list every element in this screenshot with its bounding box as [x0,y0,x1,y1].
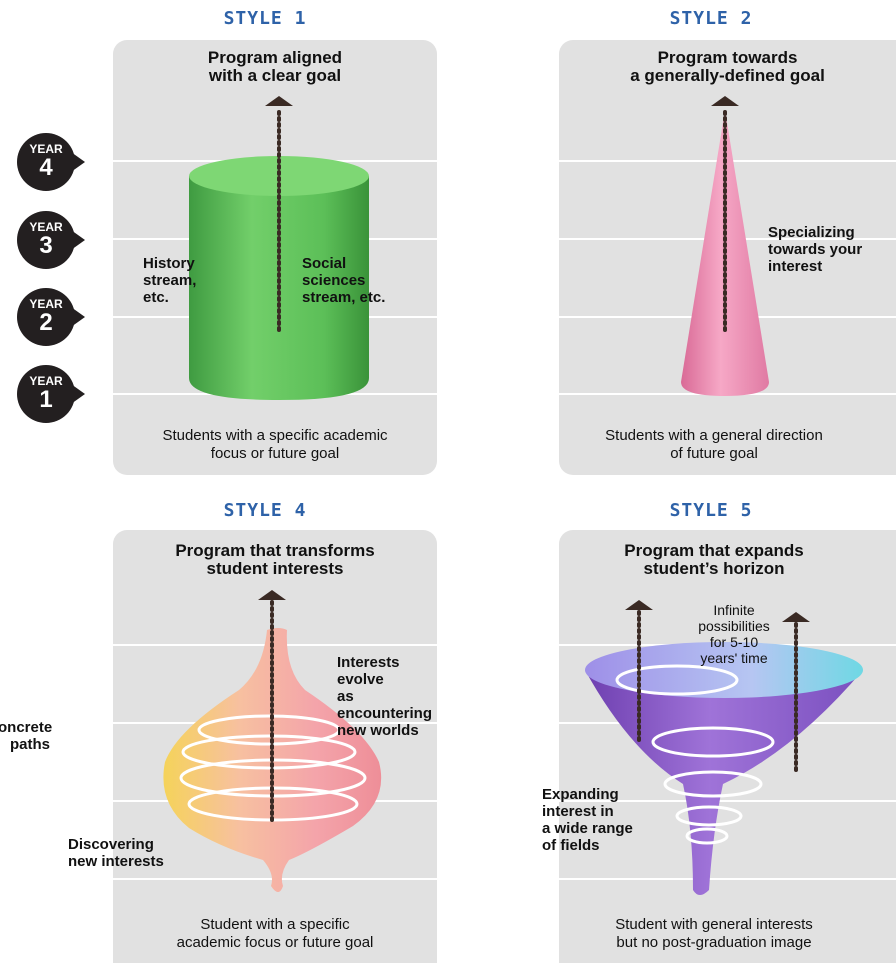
label-line: Discovering [68,836,154,853]
year-number: 3 [39,232,53,259]
label-line: a wide range [542,820,633,837]
style2-title: Program towards a generally-defined goal [559,49,896,85]
style2-footer: Students with a general direction of fut… [559,427,869,463]
label-line: years' time [700,650,768,666]
title-line: a generally-defined goal [630,66,825,85]
year-number: 1 [39,386,53,413]
year-pointer [71,230,85,250]
label-line: Social [302,255,347,272]
footer-line: of future goal [670,445,758,462]
year-bubble [17,365,75,423]
label-line: stream, [143,272,197,289]
style5-title: Program that expands student’s horizon [559,542,869,578]
label-line: towards your [768,241,863,258]
label-line: etc. [143,289,169,306]
footer-line: focus or future goal [210,445,340,462]
label-line: as encountering [337,688,433,722]
style5-top-label: Infinite possibilities for 5-10 years' t… [679,602,789,666]
title-line: Program aligned [207,48,343,67]
footer-line: Students with a general direction [605,427,823,444]
footer-line: Student with a specific [200,916,350,933]
year-4-marker: YEAR 4 [17,133,99,191]
year-gridline [559,800,896,802]
year-pointer [71,152,85,172]
label-line: stream, etc. [302,289,386,306]
cone-diagram [681,96,769,396]
footer-line: academic focus or future goal [176,934,374,951]
year-bubble [17,288,75,346]
style1-heading: STYLE 1 [223,8,307,29]
style1-panel: Program aligned with a clear goal Histor… [113,40,437,475]
year-pointer [71,307,85,327]
year-word: YEAR [29,220,63,234]
onion-diagram [163,590,382,892]
funnel-diagram [585,600,863,895]
title-line: student’s horizon [643,559,785,578]
style2-heading: STYLE 2 [669,8,753,29]
label-line: interest [768,258,823,275]
style5-heading: STYLE 5 [669,500,753,521]
style4-panel: Program that transforms student interest… [113,530,437,963]
year-pointer [71,384,85,404]
style2-right-label: Specializing towards your interest [768,224,862,275]
title-line: student interests [206,559,344,578]
style2-panel: Program towards a generally-defined goal… [559,40,896,475]
label-line: Interests evolve [337,654,400,688]
year-bubble [17,133,75,191]
title-line: Program that transforms [175,541,375,560]
style1-footer: Students with a specific academic focus … [113,427,437,463]
title-line: Program towards [657,48,798,67]
style4-title: Program that transforms student interest… [113,542,437,578]
style1-left-label: History stream, etc. [143,255,196,306]
label-line: History [143,255,195,272]
year-gridline [559,878,896,880]
footer-line: Students with a specific academic [162,427,388,444]
label-line: Infinite [713,602,755,618]
label-line: of fields [542,837,600,854]
style5-panel: Program that expands student’s horizon I… [559,530,896,963]
footer-line: Student with general interests [615,916,813,933]
year-1-marker: YEAR 1 [17,365,99,423]
year-word: YEAR [29,374,63,388]
style1-title: Program aligned with a clear goal [113,49,437,85]
label-line: for 5-10 [709,634,759,650]
year-word: YEAR [29,297,63,311]
year-word: YEAR [29,142,63,156]
label-line: new interests [68,853,164,870]
label-line: possibilities [698,618,770,634]
footer-line: but no post-graduation image [616,934,812,951]
label-line: oncrete [0,719,53,736]
year-number: 2 [39,309,53,336]
label-line: Expanding [542,786,619,803]
style4-heading: STYLE 4 [223,500,307,521]
style4-discovering-label: Discovering new interests [68,836,164,870]
year-bubble [17,211,75,269]
style4-right-label: Interests evolve as encountering new wor… [337,654,437,739]
label-line: sciences [302,272,366,289]
style5-footer: Student with general interests but no po… [559,916,869,952]
title-line: with a clear goal [208,66,342,85]
year-3-marker: YEAR 3 [17,211,99,269]
label-line: new worlds [337,722,419,739]
label-line: paths [10,736,51,753]
cylinder-diagram [189,96,369,400]
label-line: interest in [542,803,614,820]
style5-left-label: Expanding interest in a wide range of fi… [542,786,633,854]
label-line: Specializing [768,224,855,241]
style1-right-label: Social sciences stream, etc. [302,255,385,306]
year-number: 4 [39,154,53,181]
title-line: Program that expands [624,541,804,560]
style4-footer: Student with a specific academic focus o… [113,916,437,952]
year-2-marker: YEAR 2 [17,288,99,346]
style4-outside-label: oncrete paths [0,719,78,753]
